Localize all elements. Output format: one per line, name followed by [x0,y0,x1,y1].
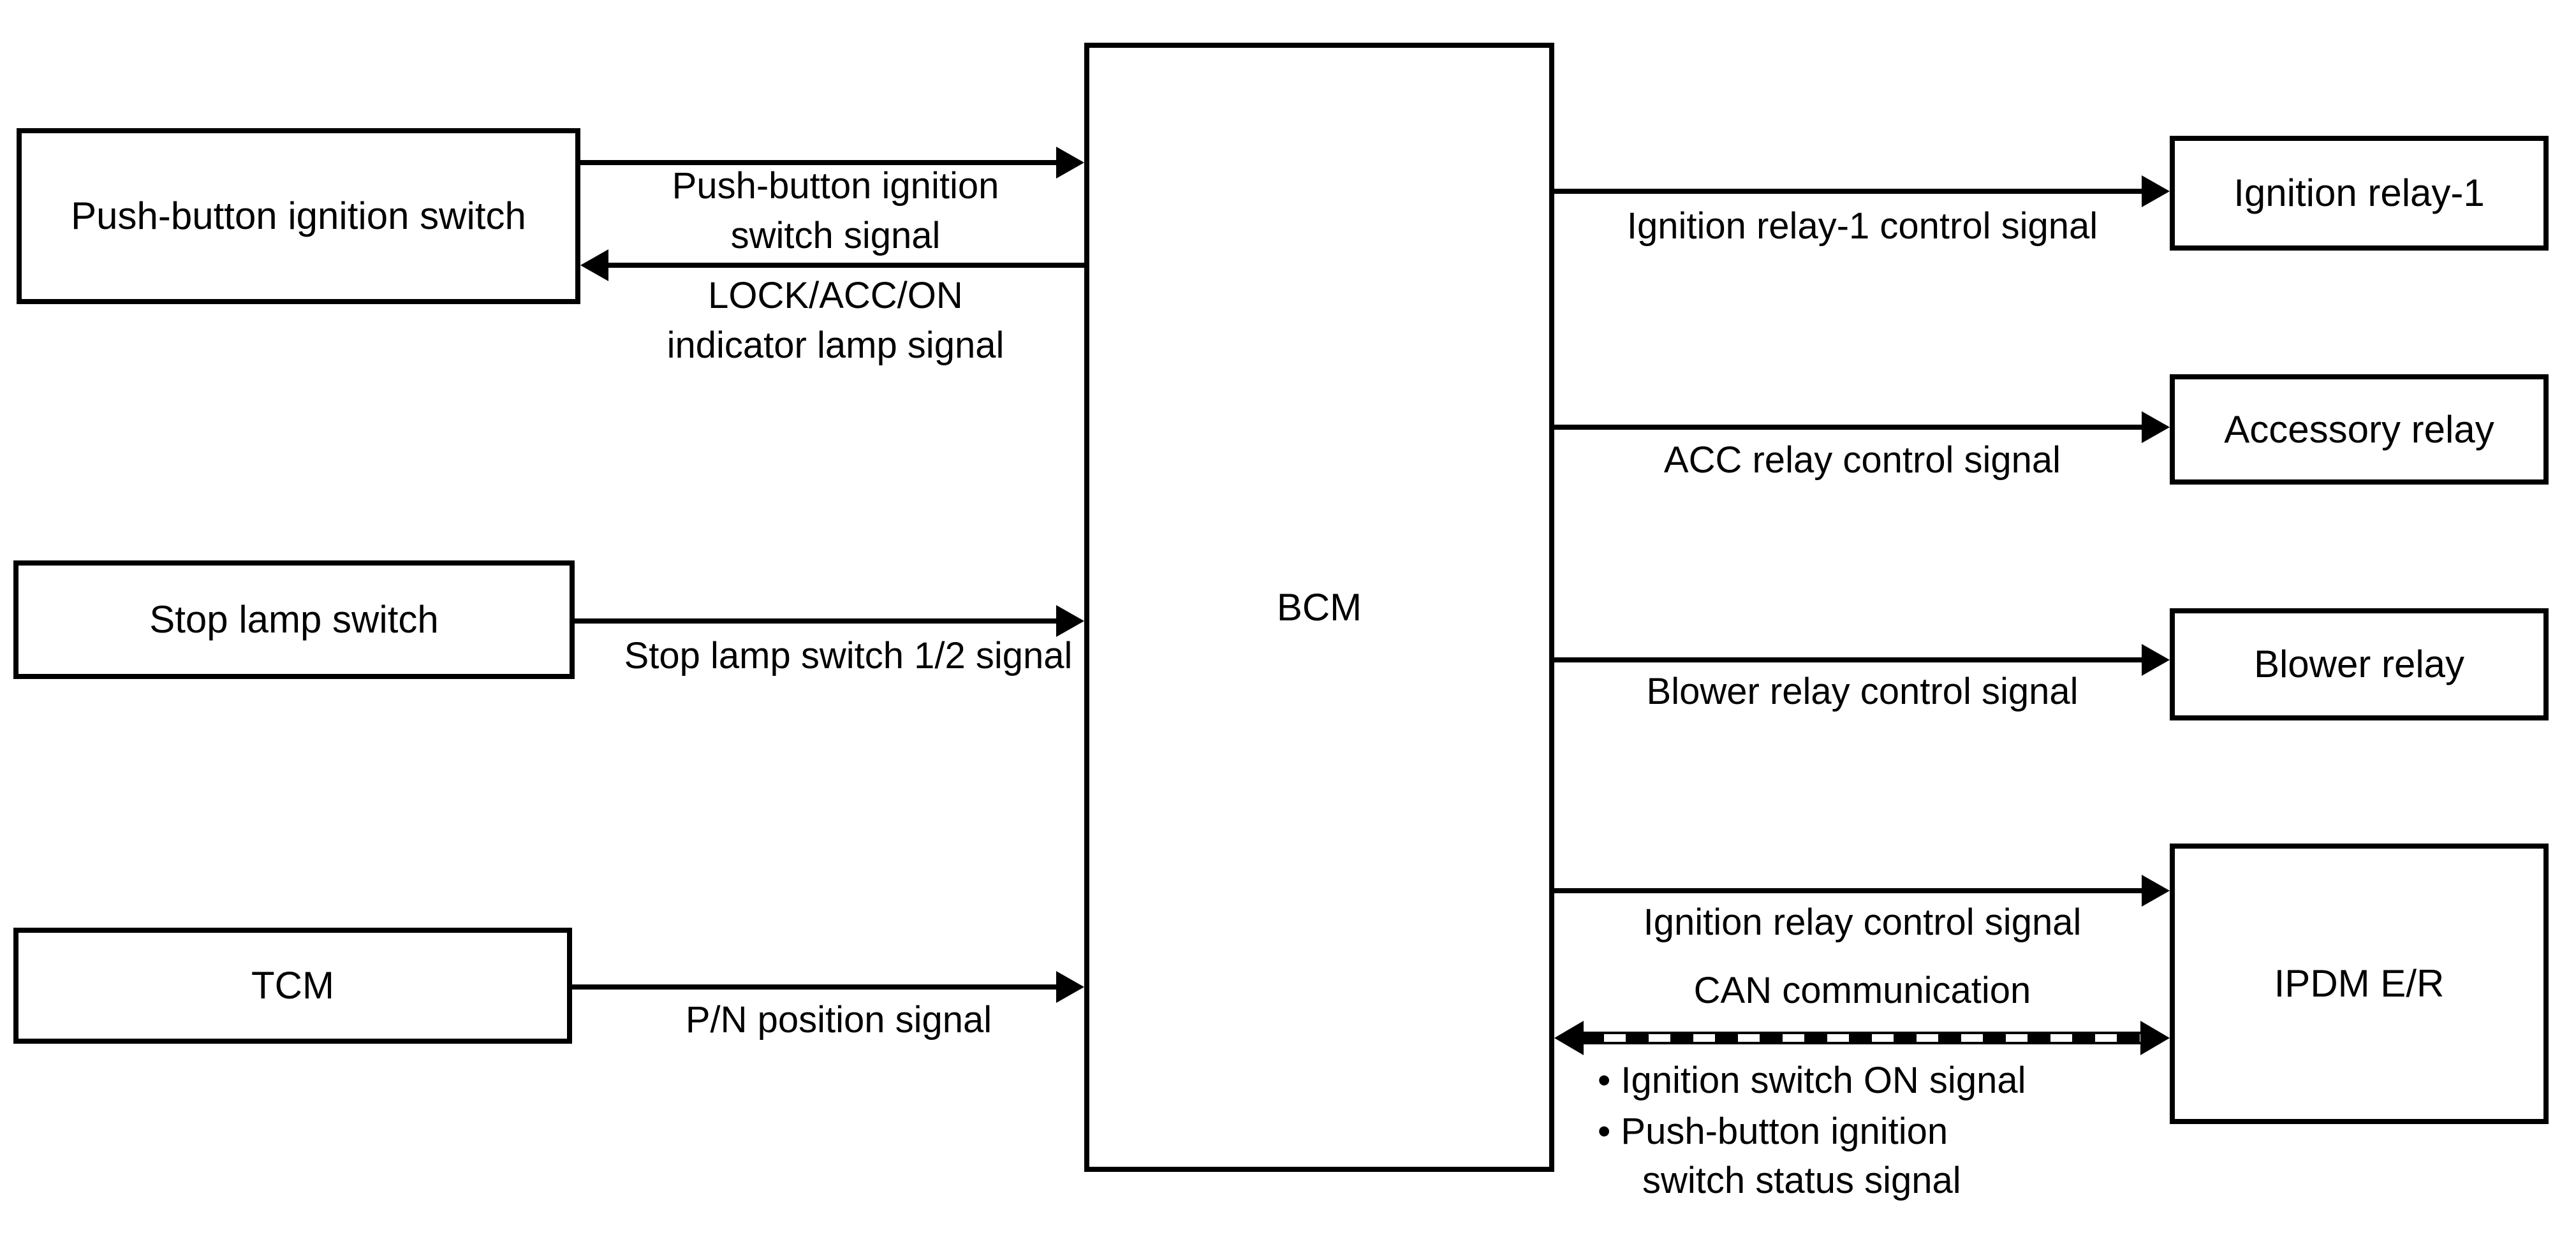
arrowhead-right-icon [2142,875,2170,907]
arrow-shaft [1554,888,2144,893]
arrowhead-left-icon [1554,1021,1584,1055]
label-ignition-relay-1-control-signal: Ignition relay-1 control signal [1626,205,2098,247]
arrowhead-right-icon [2142,644,2170,676]
can-signal-bullet-2-continued: switch status signal [1642,1160,1961,1201]
box-stop-lamp-switch-label: Stop lamp switch [149,598,439,641]
arrow-shaft [575,618,1059,624]
box-accessory-relay-label: Accessory relay [2224,407,2494,451]
label-stop-lamp-switch-signal: Stop lamp switch 1/2 signal [624,635,1073,676]
box-stop-lamp-switch: Stop lamp switch [13,560,575,679]
arrowhead-right-icon [1056,147,1084,179]
box-accessory-relay: Accessory relay [2170,374,2549,485]
box-ipdm-er-label: IPDM E/R [2274,962,2445,1005]
arrowhead-right-icon [1056,605,1084,637]
label-blower-relay-control-signal: Blower relay control signal [1646,671,2079,712]
arrow-can-communication [1554,1021,2170,1055]
arrow-blower-relay-control-signal [1554,644,2170,676]
box-bcm: BCM [1084,43,1554,1172]
box-tcm: TCM [13,928,572,1044]
label-pn-position-signal: P/N position signal [685,999,992,1041]
arrow-shaft [606,263,1084,268]
label-can-communication: CAN communication [1693,970,2031,1011]
can-striped-band [1581,1032,2143,1044]
box-ignition-relay-1: Ignition relay-1 [2170,136,2549,251]
label-acc-relay-control-signal: ACC relay control signal [1663,439,2061,481]
arrow-shaft [1554,189,2144,194]
arrowhead-right-icon [2142,175,2170,207]
arrow-acc-relay-control-signal [1554,411,2170,443]
box-blower-relay: Blower relay [2170,608,2549,720]
label-lock-acc-on-indicator-lamp-signal: LOCK/ACC/ON indicator lamp signal [666,275,1005,366]
arrow-shaft [572,984,1059,990]
can-signal-bullet-1: • Ignition switch ON signal [1598,1060,2026,1101]
arrowhead-right-icon [2142,411,2170,443]
arrow-ignition-relay-control-signal [1554,875,2170,907]
arrow-push-button-ignition-switch-signal [580,147,1084,179]
box-ignition-relay-1-label: Ignition relay-1 [2234,172,2485,214]
label-push-button-ignition-switch-signal: Push-button ignition switch signal [672,165,999,256]
arrow-shaft [1554,425,2144,430]
box-blower-relay-label: Blower relay [2253,643,2465,685]
box-ipdm-er: IPDM E/R [2170,844,2549,1124]
arrow-shaft [1554,657,2144,662]
arrow-lock-acc-on-indicator-lamp-signal [580,249,1084,281]
box-bcm-label: BCM [1276,585,1362,629]
box-tcm-label: TCM [251,964,334,1007]
box-push-button-ignition-switch: Push-button ignition switch [17,128,580,304]
arrow-ignition-relay-1-control-signal [1554,175,2170,207]
can-signal-bullet-2: • Push-button ignition [1598,1111,1948,1152]
arrow-shaft [580,160,1059,165]
label-ignition-relay-control-signal: Ignition relay control signal [1643,902,2082,943]
box-push-button-ignition-switch-label: Push-button ignition switch [71,194,526,237]
arrowhead-right-icon [2140,1021,2170,1055]
arrow-pn-position-signal [572,971,1084,1003]
arrowhead-left-icon [580,249,608,281]
arrowhead-right-icon [1056,971,1084,1003]
arrow-stop-lamp-switch-signal [575,605,1084,637]
